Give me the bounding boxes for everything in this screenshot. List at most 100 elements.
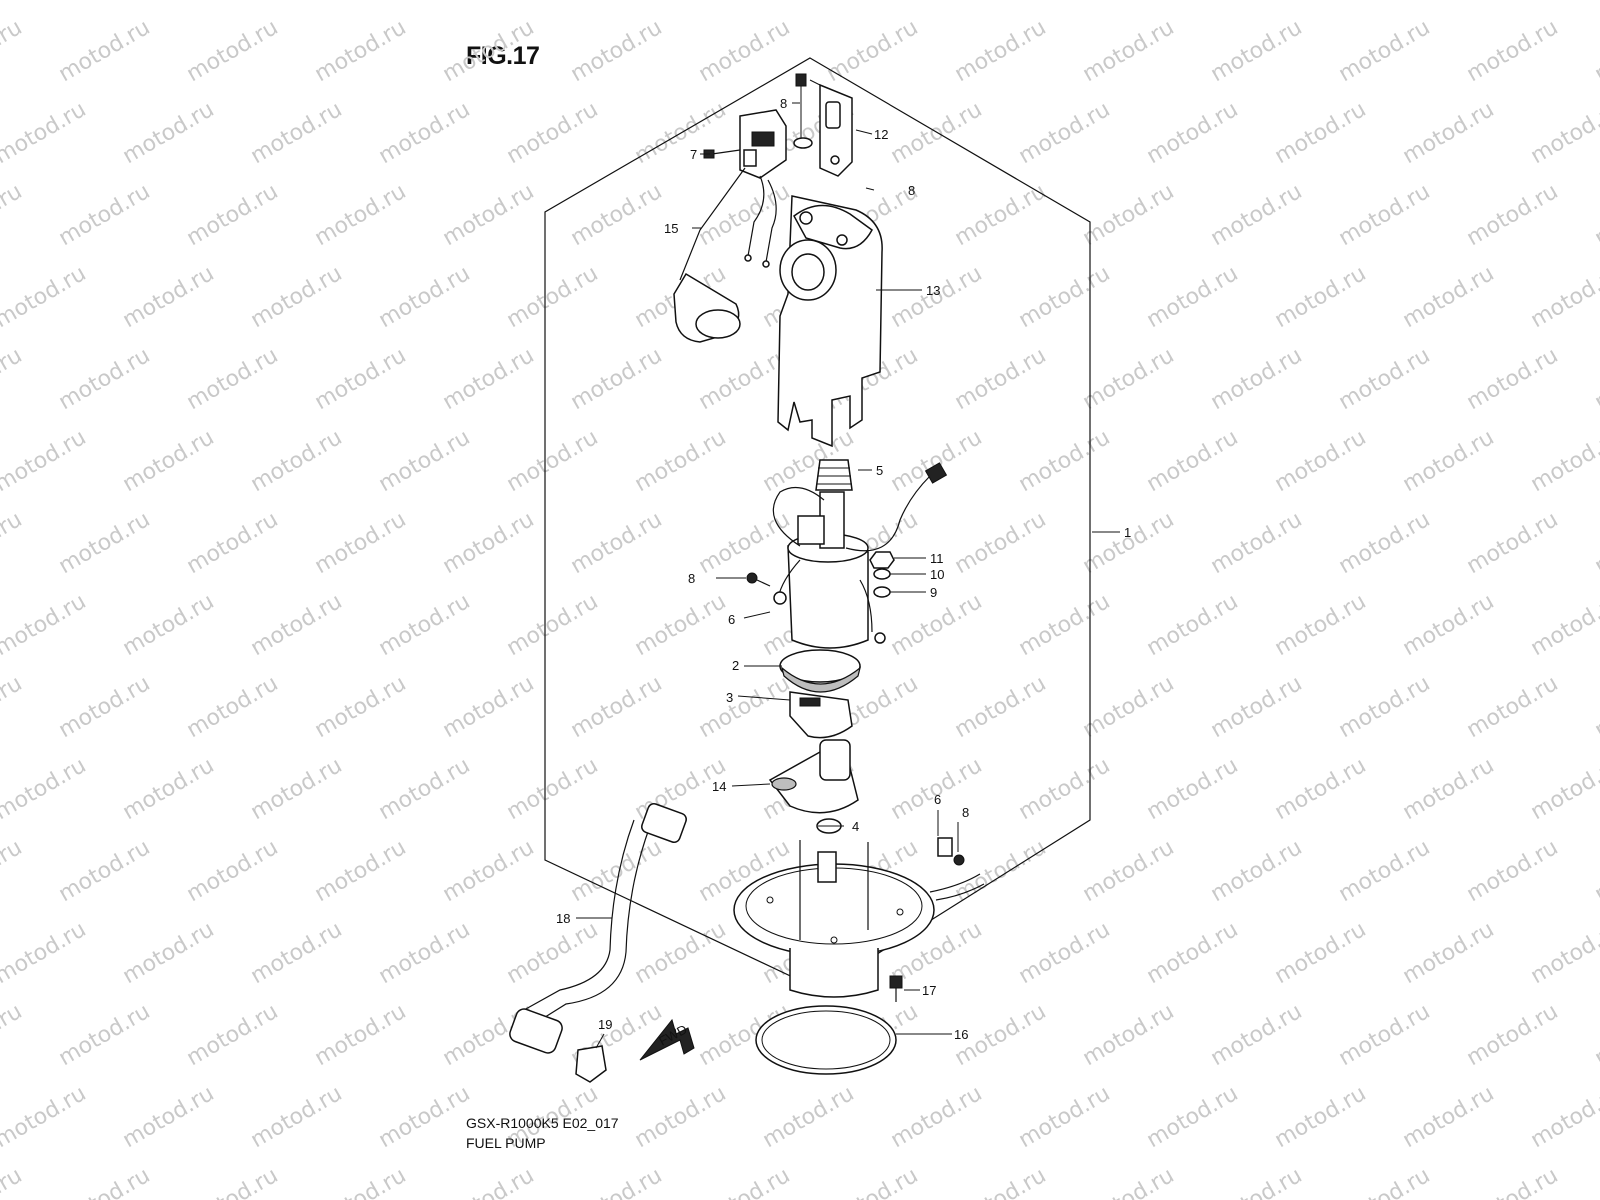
watermark-text: motod.ru [1591,835,1600,907]
model-code: GSX-R1000K5 E02_017 [466,1115,619,1131]
callout-18: 18 [556,911,570,926]
watermark-text: motod.ru [951,507,1051,579]
callout-8-lower-right: 8 [962,805,969,820]
callout-14: 14 [712,779,726,794]
watermark-text: motod.ru [887,753,987,825]
watermark-text: motod.ru [503,0,603,5]
watermark-text: motod.ru [1015,0,1115,5]
watermark-text: motod.ru [439,15,539,87]
watermark-text: motod.ru [567,1163,667,1200]
watermark-text: motod.ru [1207,179,1307,251]
watermark-text: motod.ru [1463,671,1563,743]
watermark-text: motod.ru [1527,261,1600,333]
watermark-text: motod.ru [1271,1081,1371,1153]
section-name: FUEL PUMP [466,1135,546,1151]
watermark-text: motod.ru [695,179,795,251]
fuel-pump-motor [772,462,948,649]
watermark-text: motod.ru [1335,507,1435,579]
watermark-text: motod.ru [1399,1081,1499,1153]
watermark-text: motod.ru [631,589,731,661]
watermark-text: motod.ru [0,589,90,661]
watermark-text: motod.ru [439,507,539,579]
watermark-text: motod.ru [1399,917,1499,989]
callout-layer: 1 2 3 4 5 6 6 7 8 8 8 8 9 10 11 12 13 14… [556,96,1131,1049]
watermark-text: motod.ru [951,671,1051,743]
watermark-text: motod.ru [375,261,475,333]
watermark-text: motod.ru [1015,97,1115,169]
watermark-text: motod.ru [887,425,987,497]
part-19-clip [575,1045,607,1083]
callout-6-right: 6 [934,792,941,807]
watermark-text: motod.ru [759,0,859,5]
callout-17: 17 [922,983,936,998]
watermark-text: motod.ru [1207,507,1307,579]
watermark-text: motod.ru [55,835,155,907]
watermark-text: motod.ru [1527,917,1600,989]
watermark-text: motod.ru [1143,753,1243,825]
watermark-text: motod.ru [1079,671,1179,743]
watermark-text: motod.ru [1079,507,1179,579]
watermark-text: motod.ru [823,15,923,87]
watermark-text: motod.ru [1463,507,1563,579]
watermark-text: motod.ru [503,261,603,333]
watermark-text: motod.ru [1463,343,1563,415]
watermark-text: motod.ru [311,1163,411,1200]
watermark-text: motod.ru [1207,343,1307,415]
watermark-text: motod.ru [1591,15,1600,87]
watermark-text: motod.ru [119,1081,219,1153]
watermark-text: motod.ru [1207,15,1307,87]
callout-10: 10 [930,567,944,582]
watermark-text: motod.ru [439,671,539,743]
watermark-text: motod.ru [567,507,667,579]
watermark-text: motod.ru [1335,343,1435,415]
watermark-text: motod.ru [1143,97,1243,169]
watermark-text: motod.ru [1015,917,1115,989]
watermark-text: motod.ru [0,15,26,87]
callout-7: 7 [690,147,697,162]
watermark-text: motod.ru [1335,15,1435,87]
watermark-text: motod.ru [1335,835,1435,907]
screw-left [746,572,771,587]
watermark-text: motod.ru [1271,589,1371,661]
watermark-text: motod.ru [119,425,219,497]
watermark-text: motod.ru [0,753,90,825]
watermark-text: motod.ru [1143,425,1243,497]
watermark-text: motod.ru [567,671,667,743]
watermark-text: motod.ru [311,835,411,907]
watermark-text: motod.ru [951,15,1051,87]
callout-11: 11 [930,551,944,566]
watermark-text: motod.ru [311,507,411,579]
watermark-text: motod.ru [1271,753,1371,825]
part-14-base [768,739,859,814]
callout-3: 3 [726,690,733,705]
watermark-text: motod.ru [0,179,26,251]
watermark-text: motod.ru [1463,999,1563,1071]
part-3-holder [789,691,853,739]
watermark-text: motod.ru [119,589,219,661]
callout-16: 16 [954,1027,968,1042]
part-18-hose [509,803,687,1054]
watermark-text: motod.ru [375,0,475,5]
watermark-text: motod.ru [1207,671,1307,743]
watermark-text: motod.ru [183,179,283,251]
watermark-text: motod.ru [247,261,347,333]
part-2-damper [779,649,862,693]
watermark-text: motod.ru [631,917,731,989]
watermark-text: motod.ru [55,671,155,743]
callout-15: 15 [664,221,678,236]
watermark-text: motod.ru [0,917,90,989]
watermark-text: motod.ru [183,999,283,1071]
pump-flange [733,840,985,998]
watermark-text: motod.ru [1335,671,1435,743]
watermark-text: motod.ru [759,1081,859,1153]
part-5-cap [815,459,853,491]
watermark-text: motod.ru [1271,0,1371,5]
watermark-text: motod.ru [311,999,411,1071]
watermark-text: motod.ru [503,753,603,825]
callout-12: 12 [874,127,888,142]
watermark-text: motod.ru [1399,589,1499,661]
watermark-text: motod.ru [1335,999,1435,1071]
watermark-text: motod.ru [183,507,283,579]
watermark-text: motod.ru [887,1081,987,1153]
